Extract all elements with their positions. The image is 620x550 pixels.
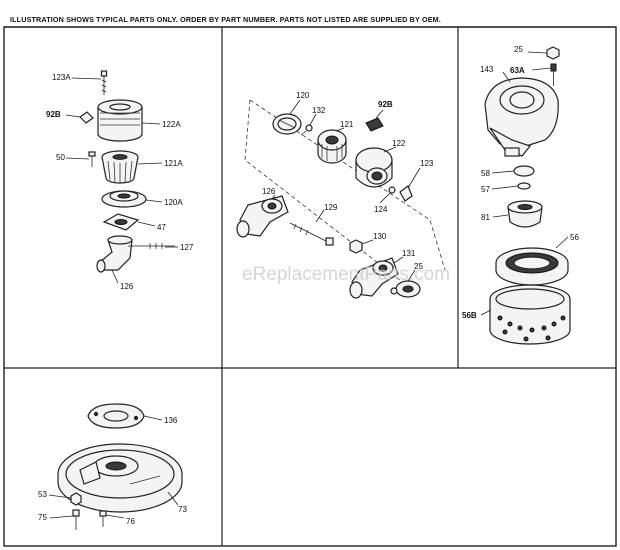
screw-132	[300, 124, 313, 136]
wing-nut-123	[399, 185, 413, 202]
right-panel: 25 143 63A 58 57 81 56 56B	[462, 45, 579, 345]
washer-57	[517, 182, 531, 190]
watermark: eReplacementParts.com	[242, 264, 450, 285]
filter-element-121a	[101, 150, 139, 184]
assembly-axis-line	[249, 99, 446, 271]
cup-81	[507, 200, 543, 228]
label-120a: 120A	[164, 198, 183, 207]
label-58: 58	[481, 169, 490, 178]
label-92b-middle: 92B	[378, 100, 393, 109]
label-81: 81	[481, 213, 490, 222]
bolt-129	[289, 222, 334, 246]
label-56b: 56B	[462, 311, 477, 320]
label-53: 53	[38, 490, 47, 499]
label-121: 121	[340, 120, 354, 129]
label-120: 120	[296, 91, 310, 100]
washer-124	[388, 186, 396, 194]
label-63a: 63A	[510, 66, 525, 75]
label-50: 50	[56, 153, 65, 162]
elbow-131	[349, 257, 399, 299]
label-127: 127	[180, 243, 194, 252]
label-132: 132	[312, 106, 326, 115]
screen-56	[495, 247, 569, 286]
label-126-middle: 126	[262, 187, 276, 196]
clip-92b-middle	[365, 117, 384, 132]
clip-92b	[79, 111, 94, 124]
label-126-left: 126	[120, 282, 134, 291]
label-122: 122	[392, 139, 406, 148]
cover-120	[272, 113, 302, 135]
label-25-middle: 25	[414, 262, 423, 271]
elbow-126	[96, 235, 175, 273]
middle-panel: 120 132 92B 121 122 123 126 129 124 130 …	[236, 91, 446, 299]
base-120a	[101, 190, 147, 208]
label-136: 136	[164, 416, 178, 425]
stud-63a	[550, 63, 557, 86]
left-panel: 123A 92B 122A 50 121A 120A 47 127 126	[46, 70, 194, 291]
label-73: 73	[178, 505, 187, 514]
nut-53	[70, 492, 82, 506]
label-122a: 122A	[162, 120, 181, 129]
housing-143	[484, 77, 559, 157]
label-131: 131	[402, 249, 416, 258]
nut-25	[546, 46, 560, 60]
label-76: 76	[126, 517, 135, 526]
screw-50	[88, 151, 96, 167]
nut-58	[513, 165, 535, 177]
header-note: ILLUSTRATION SHOWS TYPICAL PARTS ONLY. O…	[10, 15, 441, 24]
screen-56b	[489, 284, 571, 345]
label-129: 129	[324, 203, 338, 212]
label-123: 123	[420, 159, 434, 168]
screw-76	[99, 510, 107, 527]
label-57: 57	[481, 185, 490, 194]
bottom-left-panel: 136 53 73 75 76	[38, 403, 187, 530]
base-plate-73	[57, 443, 183, 513]
filter-element-121	[317, 129, 347, 164]
gasket-47	[102, 213, 140, 231]
label-130: 130	[373, 232, 387, 241]
assembly-axis-line-2	[244, 99, 401, 281]
label-25-right: 25	[514, 45, 523, 54]
gasket-25-middle	[390, 280, 421, 298]
label-121a: 121A	[164, 159, 183, 168]
gasket-136	[87, 403, 145, 429]
air-filter-122a	[97, 99, 143, 142]
screw-123a	[100, 70, 108, 95]
label-124: 124	[374, 205, 388, 214]
label-143: 143	[480, 65, 494, 74]
screw-75	[72, 509, 80, 530]
label-56: 56	[570, 233, 579, 242]
label-75: 75	[38, 513, 47, 522]
label-123a: 123A	[52, 73, 71, 82]
elbow-126-middle	[236, 195, 289, 238]
label-47: 47	[157, 223, 166, 232]
air-filter-122	[355, 147, 393, 188]
nut-130	[349, 239, 363, 254]
label-92b: 92B	[46, 110, 61, 119]
